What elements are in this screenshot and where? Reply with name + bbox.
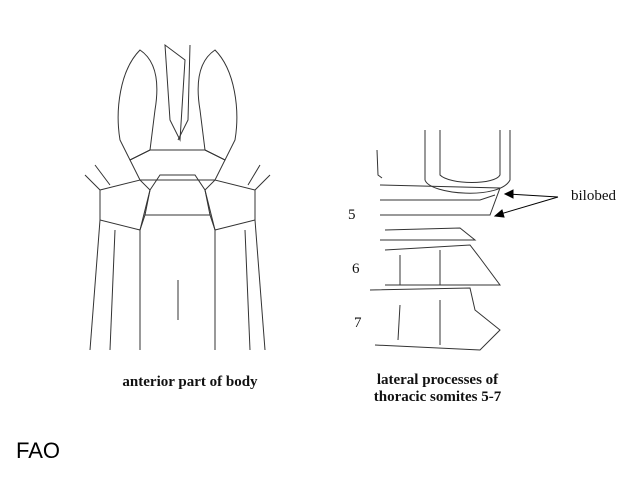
lateral-caption-line1: lateral processes of — [376, 372, 499, 388]
somite-label-5: 5 — [348, 207, 356, 223]
somite-label-6: 6 — [352, 261, 360, 277]
fao-logo: FAO — [16, 438, 61, 463]
somite-label-7: 7 — [354, 315, 362, 331]
lateral-somites-drawing — [369, 130, 511, 351]
anterior-caption: anterior part of body — [122, 374, 258, 390]
anterior-body-drawing — [84, 43, 271, 351]
bilobed-annotation: bilobed — [571, 188, 616, 204]
bilobed-arrows — [493, 189, 559, 218]
lateral-caption-line2: thoracic somites 5-7 — [373, 389, 502, 405]
